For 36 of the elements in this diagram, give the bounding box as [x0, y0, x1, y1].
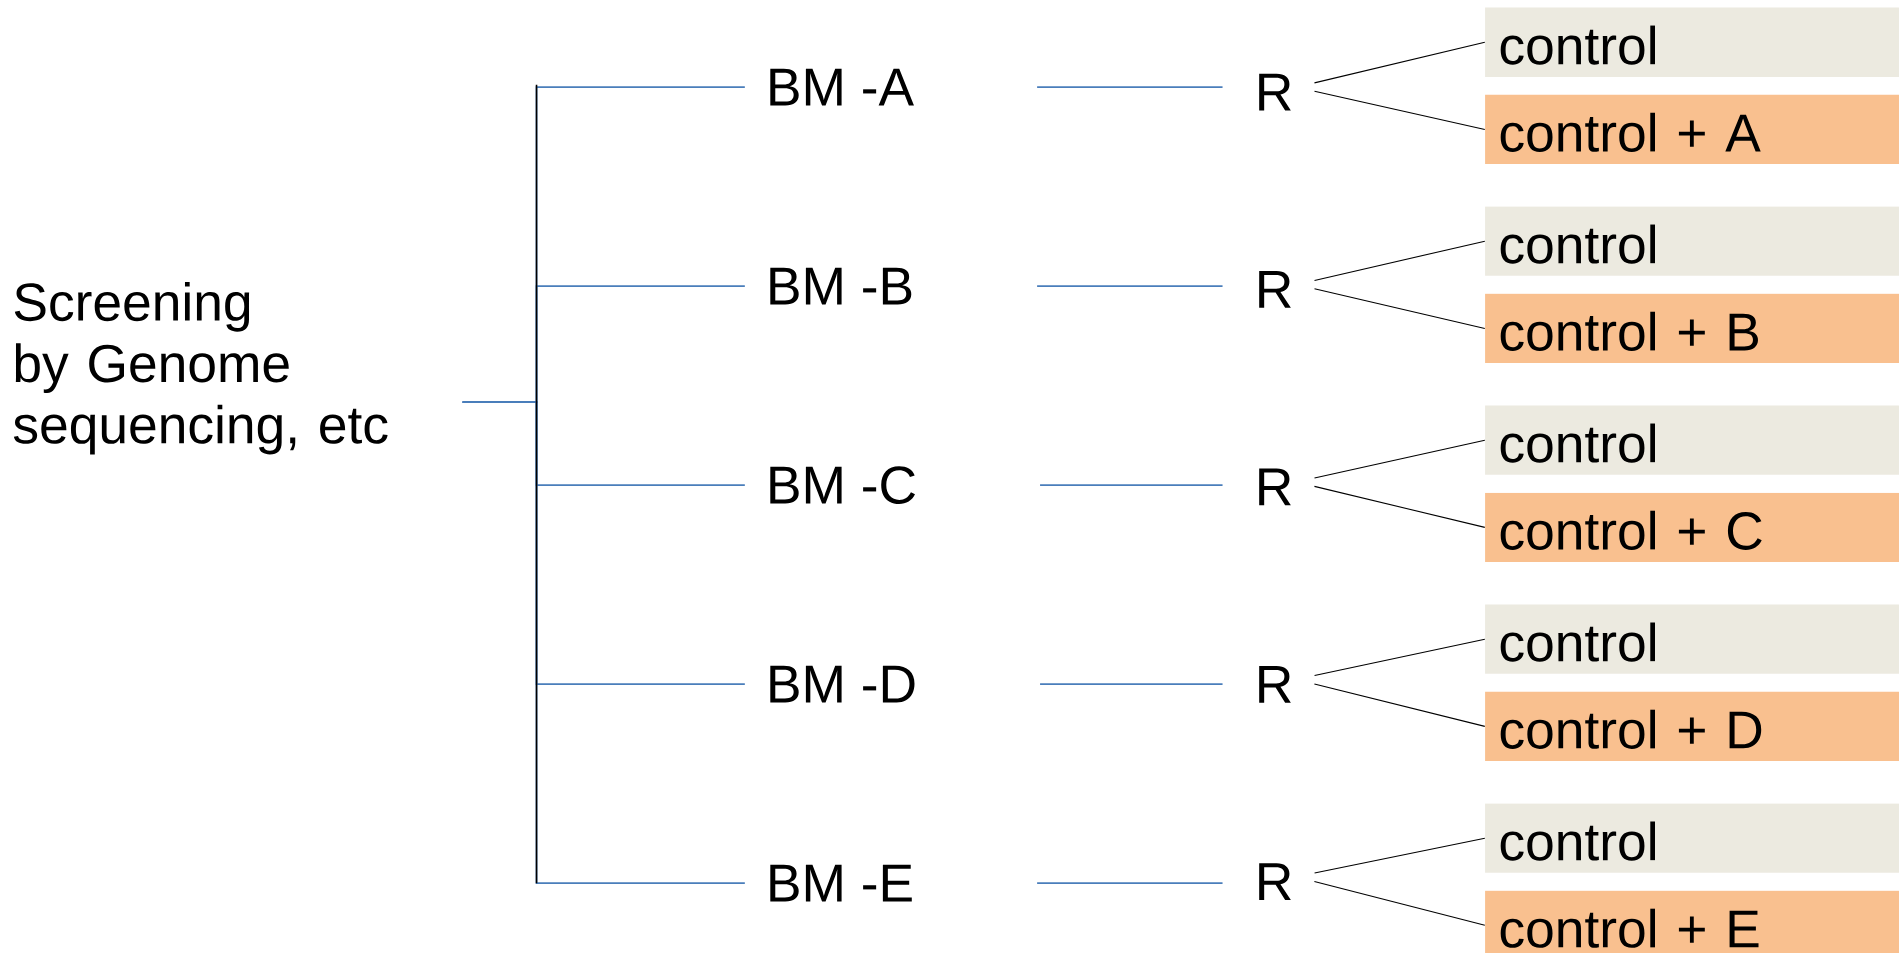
- text-label: R: [1259, 863, 1291, 900]
- label-box: control: [1485, 7, 1899, 77]
- connector-line: [1313, 880, 1486, 926]
- text-label: BM -B: [770, 267, 912, 305]
- text-label: BM -A: [770, 68, 914, 106]
- connector-line: [1314, 638, 1486, 676]
- text-label: R: [1259, 73, 1291, 111]
- label-box: control + D: [1485, 691, 1899, 761]
- text-label: R: [1259, 665, 1291, 703]
- text-label: R: [1259, 468, 1291, 506]
- label-box: control + E: [1485, 890, 1899, 953]
- text-label: BM -E: [770, 864, 912, 902]
- connector-line: [1314, 439, 1486, 479]
- label-box: control: [1485, 206, 1899, 276]
- connector-line: [1313, 288, 1486, 329]
- connector-line: [1313, 90, 1486, 130]
- connector-line: [1036, 285, 1224, 287]
- label-box: control + C: [1485, 492, 1899, 562]
- connector-line: [1313, 683, 1486, 727]
- text-label: Screening by Genome sequencing, etc: [13, 281, 388, 455]
- connector-line: [1039, 484, 1224, 486]
- label-box: control: [1485, 604, 1899, 674]
- connector-line: [1313, 485, 1486, 528]
- connector-line: [1039, 683, 1224, 685]
- label-box: control: [1485, 803, 1899, 873]
- text-label: R: [1259, 271, 1291, 308]
- connector-line: [1036, 882, 1224, 884]
- connector-line: [1313, 41, 1486, 84]
- text-label: BM -C: [770, 466, 915, 504]
- label-box: control: [1485, 405, 1899, 475]
- connector-line: [1313, 240, 1486, 281]
- connector-line: [1314, 837, 1486, 874]
- label-box: control + B: [1485, 293, 1899, 363]
- connector-line: [1036, 86, 1224, 88]
- label-box: control + A: [1485, 94, 1899, 165]
- text-label: BM -D: [770, 665, 915, 703]
